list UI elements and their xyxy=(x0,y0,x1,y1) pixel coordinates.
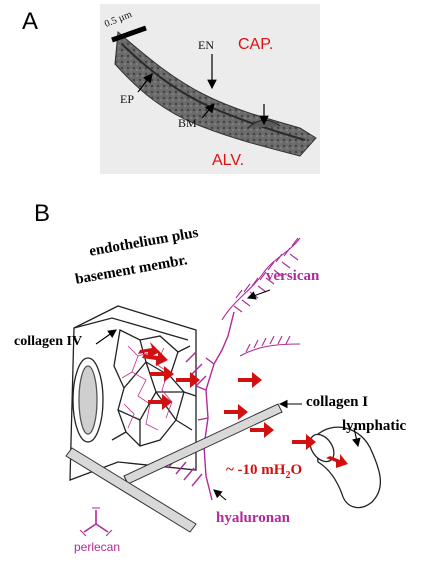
label-cap: CAP. xyxy=(238,36,274,53)
hyaluronan-chain xyxy=(167,311,235,501)
endothelium-block xyxy=(69,305,197,481)
perlecan-icon xyxy=(79,507,113,537)
collagen-i-fibril xyxy=(65,403,283,533)
label-alv: ALV. xyxy=(212,152,245,169)
flow-arrows xyxy=(138,342,348,468)
pressure-subscript: 2 xyxy=(285,470,291,481)
label-hyaluronan: hyaluronan xyxy=(216,510,290,526)
lymphatic-vessel xyxy=(309,426,381,509)
panel-b-letter: B xyxy=(34,200,51,227)
label-pressure: ~ -10 mH2O xyxy=(226,462,302,481)
label-perlecan: perlecan xyxy=(74,540,121,554)
panel-a-letter: A xyxy=(22,8,39,35)
label-collagen-i: collagen I xyxy=(306,394,369,410)
micrograph xyxy=(100,4,320,174)
label-versican: versican xyxy=(266,268,320,284)
label-bm: BM xyxy=(178,116,197,130)
pressure-suffix: O xyxy=(290,462,303,478)
label-en: EN xyxy=(198,38,214,52)
versican-strand xyxy=(221,237,301,357)
pressure-prefix: ~ -10 mH xyxy=(226,462,286,478)
label-lymphatic: lymphatic xyxy=(342,418,407,434)
label-ep: EP xyxy=(120,92,135,106)
label-collagen-iv: collagen IV xyxy=(14,334,83,349)
scale-bar xyxy=(111,25,147,43)
